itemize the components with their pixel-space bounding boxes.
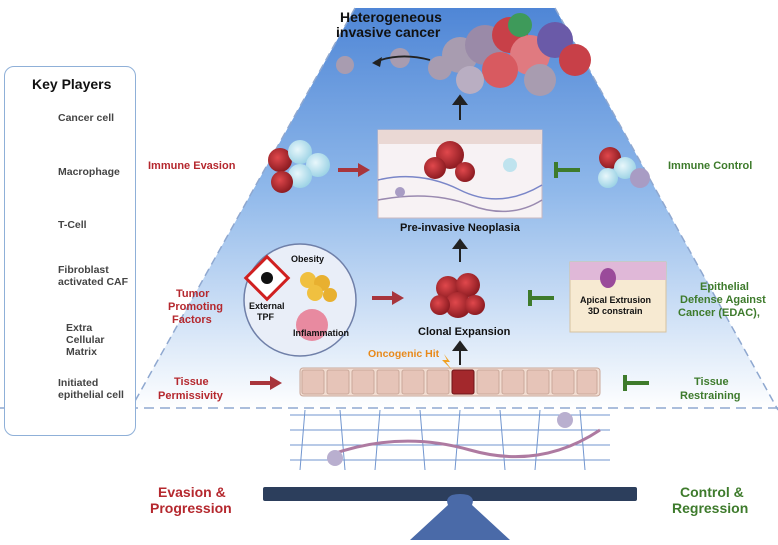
clonal-expansion-cluster (430, 273, 485, 318)
balance-right-line2: Regression (672, 500, 749, 516)
balance-beam (263, 487, 637, 501)
legend-label-ecm-line1: Extra (66, 322, 93, 334)
legend-label-macrophage: Macrophage (58, 166, 120, 178)
extracellular-matrix (290, 409, 610, 471)
immune-control-label: Immune Control (668, 160, 753, 172)
legend-label-initiated-line1: Initiated (58, 377, 99, 389)
apical-extrusion-box (569, 261, 667, 333)
balance-fulcrum (410, 494, 510, 540)
title-line1: Heterogeneous (340, 9, 442, 25)
balance-right-line1: Control & (680, 484, 744, 500)
migration-arrowhead (372, 57, 382, 67)
green-inhibition-arrows (528, 162, 649, 391)
tumor-label-line1: Tumor (176, 288, 210, 300)
tumor-label-line3: Factors (172, 314, 212, 326)
progression-arrows (452, 94, 468, 365)
legend-label-initiated-line2: epithelial cell (58, 389, 124, 401)
tumor-label-line2: Promoting (168, 301, 223, 313)
tissue-restraining-line1: Tissue (694, 376, 729, 388)
apical-extrusion-line1: Apical Extrusion (580, 295, 652, 305)
inflammation-label: Inflammation (293, 328, 350, 338)
legend-label-fibroblast-line2: activated CAF (58, 276, 129, 288)
hazard-diamond-icon (243, 254, 291, 302)
tissue-permissivity-line2: Permissivity (158, 390, 223, 402)
preinvasive-neoplasia-block (377, 129, 543, 219)
stage-clonal-label: Clonal Expansion (418, 326, 511, 338)
obesity-icon (300, 272, 337, 302)
oncogenic-hit-label: Oncogenic Hit (368, 348, 440, 360)
immune-evasion-cluster (268, 140, 330, 193)
legend-label-fibroblast-line1: Fibroblast (58, 264, 109, 276)
external-tpf-line2: TPF (257, 312, 274, 322)
trapezoid-right-edge (554, 7, 778, 411)
legend-label-t-cell: T-Cell (58, 219, 87, 231)
legend-title: Key Players (32, 76, 112, 92)
tissue-restraining-line2: Restraining (680, 390, 741, 402)
edac-label-line2: Defense Against (680, 294, 766, 306)
apical-extrusion-line2: 3D constrain (588, 306, 643, 316)
trapezoid-left-edge (129, 7, 356, 411)
tissue-permissivity-line1: Tissue (174, 376, 209, 388)
legend-label-ecm-line3: Matrix (66, 346, 97, 358)
legend-label-ecm-line2: Cellular (66, 334, 105, 346)
external-tpf-line1: External (249, 301, 285, 311)
legend-panel (4, 66, 136, 436)
invasive-cancer-cluster (336, 13, 591, 96)
stage-preinvasive-label: Pre-invasive Neoplasia (400, 222, 520, 234)
balance-left-line2: Progression (150, 500, 232, 516)
edac-label-line1: Epithelial (700, 281, 749, 293)
immune-control-cluster (598, 147, 650, 188)
balance-left-line1: Evasion & (158, 484, 226, 500)
immune-evasion-label: Immune Evasion (148, 160, 236, 172)
title-line2: invasive cancer (336, 24, 441, 40)
red-arrows (250, 163, 404, 390)
epithelial-row (299, 354, 601, 397)
obesity-label: Obesity (291, 254, 325, 264)
legend-label-cancer-cell: Cancer cell (58, 112, 115, 124)
inflammation-icon (296, 309, 328, 341)
edac-label-line3: Cancer (EDAC), (678, 307, 760, 319)
